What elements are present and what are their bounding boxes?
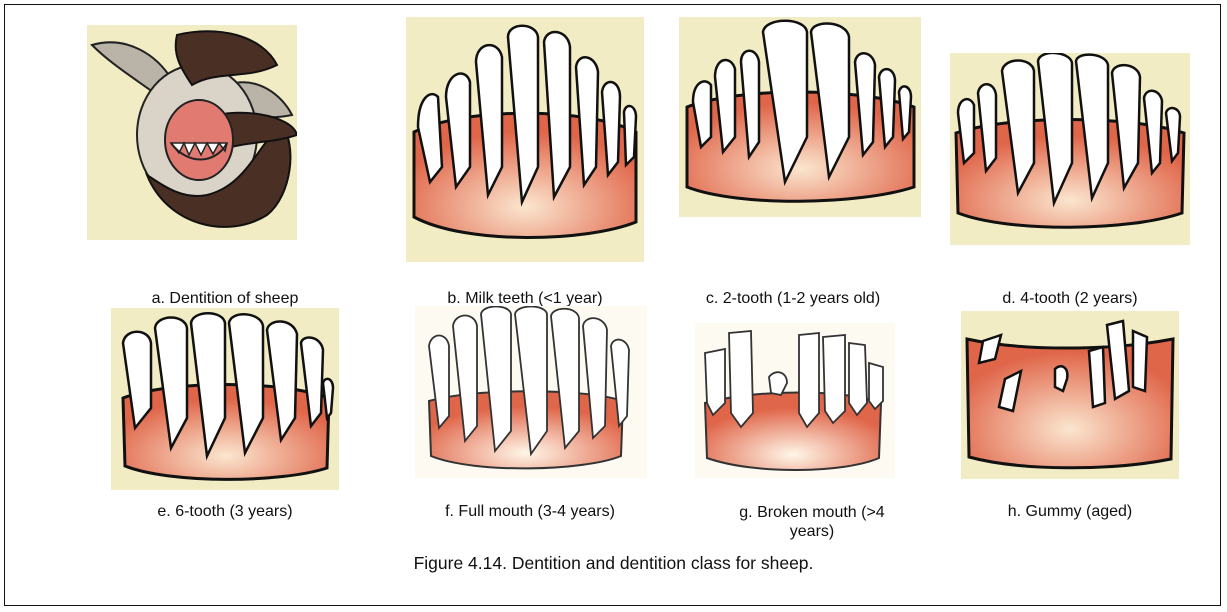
panel-g-image — [695, 323, 895, 478]
gummy-illustration — [961, 311, 1179, 479]
six-tooth-illustration — [111, 308, 339, 490]
panel-g-caption: g. Broken mouth (>4 years) — [727, 503, 897, 541]
panel-f-caption: f. Full mouth (3-4 years) — [415, 503, 645, 521]
panel-c-image — [679, 17, 921, 217]
panel-a-image — [87, 25, 297, 240]
panel-c-caption: c. 2-tooth (1-2 years old) — [673, 290, 913, 308]
panel-a-caption: a. Dentition of sheep — [125, 290, 325, 308]
four-tooth-illustration — [950, 53, 1190, 245]
panel-h-caption: h. Gummy (aged) — [980, 503, 1160, 521]
panel-d-caption: d. 4-tooth (2 years) — [965, 290, 1175, 308]
panel-h-image — [961, 311, 1179, 479]
sheep-mouth-illustration — [87, 25, 297, 240]
panel-f-image — [415, 306, 647, 478]
panel-e-image — [111, 308, 339, 490]
panel-b-image — [406, 17, 644, 262]
milk-teeth-illustration — [406, 17, 644, 262]
panel-e-caption: e. 6-tooth (3 years) — [125, 503, 325, 521]
figure-frame: a. Dentition of sheep b. Milk teeth (<1 … — [4, 4, 1221, 606]
full-mouth-illustration — [415, 306, 647, 478]
two-tooth-illustration — [679, 17, 921, 217]
broken-mouth-illustration — [695, 323, 895, 478]
figure-caption: Figure 4.14. Dentition and dentition cla… — [5, 553, 1222, 574]
panel-d-image — [950, 53, 1190, 245]
